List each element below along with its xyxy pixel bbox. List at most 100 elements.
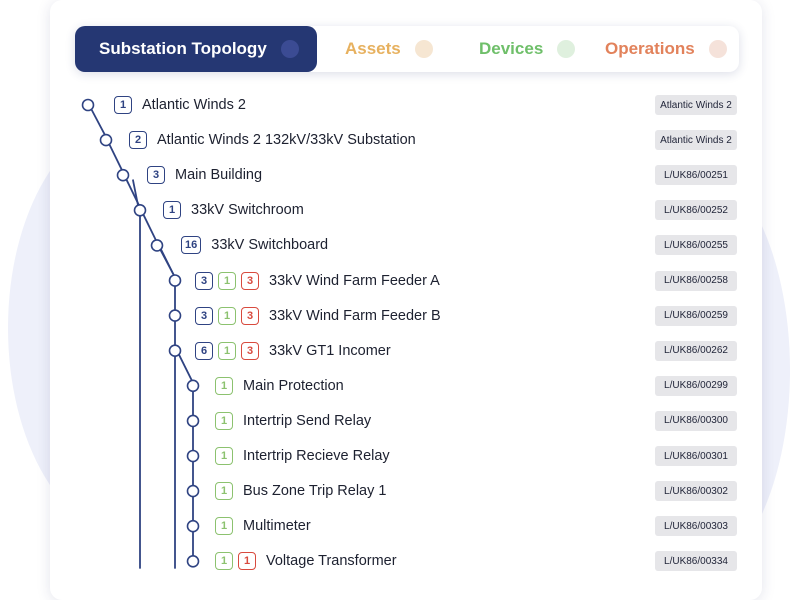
reference-tag: L/UK86/00259 bbox=[655, 305, 737, 326]
tree-node[interactable]: 1 Intertrip Recieve Relay bbox=[215, 444, 390, 468]
reference-tag: Atlantic Winds 2 bbox=[655, 130, 737, 151]
reference-tag: L/UK86/00300 bbox=[655, 410, 737, 431]
red-count-badge: 3 bbox=[241, 306, 259, 325]
red-count-badge: 3 bbox=[241, 271, 259, 290]
green-count-badge: 1 bbox=[215, 447, 233, 465]
tab-devices[interactable]: Devices bbox=[479, 26, 576, 72]
green-count-badge: 1 bbox=[215, 376, 233, 395]
tree-node-circle bbox=[186, 449, 200, 463]
tab-substation-topology[interactable]: Substation Topology bbox=[75, 26, 317, 72]
tree-node-label: 33kV GT1 Incomer bbox=[269, 342, 391, 359]
tree-node-label: Atlantic Winds 2 bbox=[142, 97, 246, 113]
tree-row: 1 33kV Switchroom L/UK86/00252 bbox=[0, 198, 800, 222]
reference-tag: L/UK86/00255 bbox=[655, 235, 737, 256]
reference-tag: L/UK86/00302 bbox=[655, 481, 737, 502]
blue-count-badge: 16 bbox=[181, 236, 202, 255]
blue-count-badge: 1 bbox=[114, 96, 132, 114]
tree-node-circle bbox=[168, 344, 182, 358]
tree-node[interactable]: 1 Intertrip Send Relay bbox=[215, 409, 371, 433]
blue-count-badge: 6 bbox=[195, 341, 213, 360]
tree-node[interactable]: 16 33kV Switchboard bbox=[181, 233, 328, 257]
tab-bar: Substation Topology Assets Devices Opera… bbox=[75, 26, 739, 72]
tree-branch-line bbox=[108, 143, 123, 172]
tree-node-circle bbox=[186, 519, 200, 533]
blue-count-badge: 1 bbox=[163, 201, 181, 220]
green-count-badge: 1 bbox=[215, 517, 233, 536]
tree-node-label: 33kV Wind Farm Feeder B bbox=[269, 307, 441, 324]
tree-node-circle bbox=[133, 204, 147, 217]
tree-node-circle bbox=[81, 98, 95, 112]
tree-node-circle bbox=[186, 554, 200, 568]
tree-node-label: 33kV Wind Farm Feeder A bbox=[269, 272, 440, 289]
reference-tag: Atlantic Winds 2 bbox=[655, 95, 737, 115]
tree-node[interactable]: 1 Atlantic Winds 2 bbox=[114, 93, 246, 117]
green-count-badge: 1 bbox=[215, 411, 233, 430]
tree-node-circle bbox=[186, 379, 200, 393]
tree-node-circle bbox=[168, 274, 182, 287]
tree-node-label: 33kV Switchroom bbox=[191, 202, 304, 219]
tree-branch-line bbox=[142, 213, 157, 242]
tree-branch-line bbox=[160, 248, 175, 277]
tab-operations[interactable]: Operations bbox=[605, 26, 727, 72]
tree-node-circle bbox=[186, 414, 200, 428]
blue-count-badge: 2 bbox=[129, 131, 147, 150]
tree-row: 1 Main Protection L/UK86/00299 bbox=[0, 374, 800, 398]
tree-node[interactable]: 1 Main Protection bbox=[215, 374, 344, 398]
reference-tag: L/UK86/00258 bbox=[655, 270, 737, 291]
reference-tag: L/UK86/00299 bbox=[655, 375, 737, 396]
green-count-badge: 1 bbox=[218, 341, 236, 360]
reference-tag: L/UK86/00303 bbox=[655, 516, 737, 537]
tab-indicator-dot bbox=[557, 40, 576, 58]
tree-branch-line bbox=[90, 108, 106, 137]
tree-node-circle bbox=[186, 484, 200, 498]
reference-tag: L/UK86/00252 bbox=[655, 200, 737, 221]
tree-node-circle bbox=[116, 168, 130, 182]
tree-node[interactable]: 1 33kV Switchroom bbox=[163, 198, 304, 222]
tab-label: Substation Topology bbox=[99, 39, 267, 58]
tab-label: Operations bbox=[605, 39, 695, 58]
tree-node-circle bbox=[99, 133, 113, 147]
tab-indicator-dot bbox=[414, 40, 433, 58]
tree-node-label: Main Protection bbox=[243, 377, 344, 394]
reference-tag: L/UK86/00251 bbox=[655, 165, 737, 186]
tree-row: 16 33kV Switchboard L/UK86/00255 bbox=[0, 233, 800, 257]
tab-label: Assets bbox=[345, 39, 401, 58]
tree-node-label: Intertrip Recieve Relay bbox=[243, 448, 390, 464]
tree-node-circle bbox=[168, 309, 182, 322]
tree-node-label: Intertrip Send Relay bbox=[243, 412, 372, 429]
green-count-badge: 1 bbox=[218, 271, 236, 290]
tree-node-label: Voltage Transformer bbox=[266, 553, 397, 570]
blue-count-badge: 3 bbox=[147, 166, 165, 185]
tree-branch-line bbox=[178, 353, 193, 382]
reference-tag: L/UK86/00334 bbox=[655, 551, 737, 572]
blue-count-badge: 3 bbox=[195, 271, 213, 290]
green-count-badge: 1 bbox=[218, 306, 236, 325]
tab-indicator-dot bbox=[280, 40, 299, 58]
tree-node-circle bbox=[150, 239, 164, 252]
red-count-badge: 1 bbox=[238, 552, 256, 571]
red-count-badge: 3 bbox=[241, 341, 259, 360]
tree-branch-line bbox=[132, 179, 139, 207]
tab-label: Devices bbox=[479, 39, 544, 58]
tree-node-label: Bus Zone Trip Relay 1 bbox=[243, 483, 387, 500]
tab-assets[interactable]: Assets bbox=[345, 26, 433, 72]
tree-node-label: 33kV Switchboard bbox=[211, 237, 329, 254]
